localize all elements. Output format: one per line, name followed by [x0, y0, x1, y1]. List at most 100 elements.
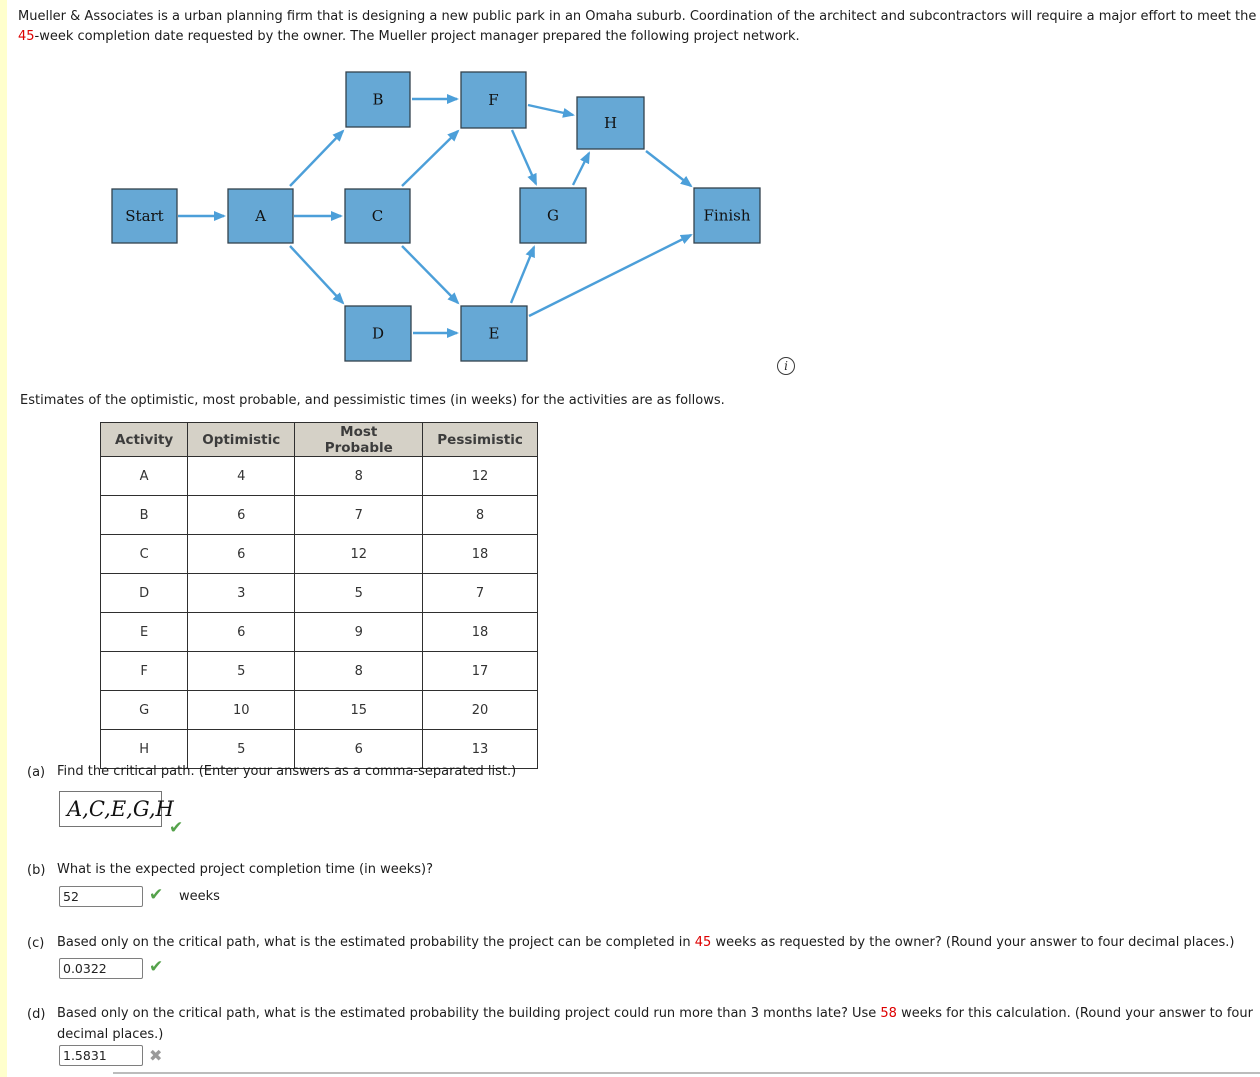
node-B-label: B [372, 91, 383, 109]
problem-text-rest: -week completion date requested by the o… [34, 28, 800, 44]
question-c-label: (c) [27, 936, 45, 951]
question-d-line1: Based only on the critical path, what is… [57, 1003, 1253, 1024]
table-cell: G [99, 690, 189, 730]
table-cell: 17 [422, 651, 538, 691]
table-cell: 5 [187, 729, 296, 769]
column-header: Pessimistic [422, 422, 538, 457]
table-cell: A [99, 456, 189, 496]
column-header: Optimistic [187, 422, 296, 457]
table-cell: 6 [187, 612, 296, 652]
question-a-text: Find the critical path. (Enter your answ… [57, 764, 517, 779]
table-cell: C [99, 534, 189, 574]
table-cell: 3 [187, 573, 296, 613]
probability-58-input[interactable] [59, 1045, 143, 1066]
question-d-weeks-highlight: 58 [880, 1006, 897, 1021]
edge-G-H [571, 151, 591, 186]
table-cell: H [99, 729, 189, 769]
critical-path-answer-field[interactable]: A,C,E,G,H [59, 791, 174, 827]
table-cell: 18 [422, 534, 538, 574]
edge-C-F [401, 129, 460, 187]
edge-H-Finish [645, 150, 693, 188]
problem-statement-line2: 45-week completion date requested by the… [18, 27, 1256, 47]
table-cell: 8 [422, 495, 538, 535]
estimates-caption: Estimates of the optimistic, most probab… [20, 393, 725, 408]
table-cell: B [99, 495, 189, 535]
question-c-text: Based only on the critical path, what is… [57, 932, 1234, 953]
node-B [345, 71, 411, 128]
table-cell: 8 [294, 456, 424, 496]
table-cell: F [99, 651, 189, 691]
correct-icon: ✔ [169, 818, 184, 838]
section-divider [113, 1072, 1260, 1074]
node-F-label: F [488, 91, 498, 109]
problem-statement-line1: Mueller & Associates is a urban planning… [18, 7, 1256, 27]
problem-text: Mueller & Associates is a urban planning… [18, 9, 1257, 24]
question-d-post: weeks for this calculation. (Round your … [896, 1006, 1253, 1021]
table-cell: 12 [294, 534, 424, 574]
node-F [460, 71, 527, 129]
node-G [519, 187, 587, 244]
question-d-line2: decimal places.) [57, 1027, 164, 1042]
question-c-pre: Based only on the critical path, what is… [57, 935, 695, 950]
node-Finish-label: Finish [703, 207, 750, 225]
question-d-pre: Based only on the critical path, what is… [57, 1006, 881, 1021]
node-H-label: H [604, 114, 617, 132]
correct-icon: ✔ [149, 885, 164, 905]
question-a-label: (a) [27, 765, 46, 780]
question-b-label: (b) [27, 863, 46, 878]
node-G-label: G [547, 207, 559, 225]
node-H [576, 96, 645, 150]
table-cell: D [99, 573, 189, 613]
completion-time-input[interactable] [59, 886, 143, 907]
node-C-label: C [372, 207, 383, 225]
table-cell: 9 [294, 612, 424, 652]
table-cell: 8 [294, 651, 424, 691]
question-b-text: What is the expected project completion … [57, 862, 433, 877]
network-svg: Start A B C D E F G H Finish [111, 71, 761, 362]
edge-A-B [289, 129, 345, 187]
node-C [344, 188, 411, 244]
question-d-text: Based only on the critical path, what is… [57, 1003, 1253, 1045]
info-icon[interactable]: i [777, 357, 795, 375]
question-c-post: weeks as requested by the owner? (Round … [711, 935, 1235, 950]
node-E-label: E [489, 325, 500, 343]
incorrect-icon: ✖ [149, 1046, 163, 1065]
table-cell: 4 [187, 456, 296, 496]
probability-45-input[interactable] [59, 958, 143, 979]
node-D-label: D [372, 325, 384, 343]
table-cell: 7 [294, 495, 424, 535]
node-Finish [693, 187, 761, 244]
edge-E-Finish [528, 233, 693, 318]
node-A-label: A [254, 207, 266, 225]
column-header: Activity [99, 422, 189, 457]
table-cell: E [99, 612, 189, 652]
correct-icon: ✔ [149, 957, 164, 977]
node-A [227, 188, 294, 244]
problem-statement: Mueller & Associates is a urban planning… [18, 7, 1256, 46]
edge-F-H [527, 103, 575, 118]
node-D [344, 305, 412, 362]
table-cell: 6 [187, 495, 296, 535]
table-cell: 7 [422, 573, 538, 613]
node-E [460, 305, 528, 362]
column-header: Most Probable [294, 422, 424, 457]
table-cell: 15 [294, 690, 424, 730]
node-Start-label: Start [125, 207, 163, 225]
table-cell: 6 [187, 534, 296, 574]
edge-E-G [509, 245, 536, 304]
table-cell: 5 [187, 651, 296, 691]
edge-A-D [289, 245, 345, 305]
question-c-weeks-highlight: 45 [694, 935, 712, 950]
table-cell: 18 [422, 612, 538, 652]
table-cell: 6 [294, 729, 424, 769]
